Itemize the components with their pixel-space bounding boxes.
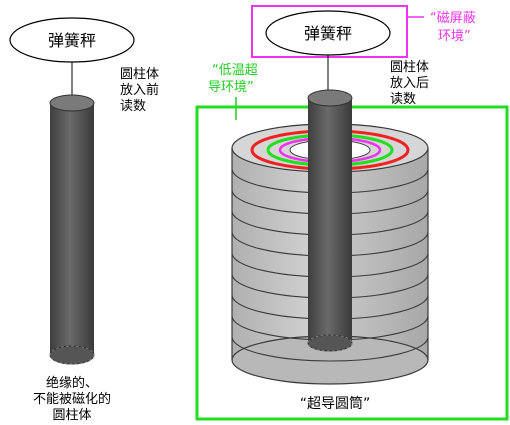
right-reading-label: 圆柱体 放入后 读数 <box>390 60 429 107</box>
left-caption-line-1: 绝缘的、 <box>46 375 98 391</box>
left-reading-line-3: 读数 <box>120 99 146 114</box>
magnetic-shield-box <box>251 5 408 58</box>
left-cylinder-caption: 绝缘的、 不能被磁化的 圆柱体 <box>33 375 111 423</box>
right-reading-line-1: 圆柱体 <box>390 60 429 75</box>
tube-caption: “超导圆筒” <box>300 395 371 412</box>
magnetic-shield-line-2: 环境” <box>438 29 471 44</box>
left-reading-label: 圆柱体 放入前 读数 <box>120 67 159 114</box>
magnetic-shield-line-1: “磁屏蔽 <box>430 11 476 26</box>
left-caption-line-2: 不能被磁化的 <box>33 391 111 407</box>
low-temp-label: “低温超 导环境” <box>208 63 258 120</box>
low-temp-line-2: 导环境” <box>208 80 254 95</box>
low-temp-line-1: “低温超 <box>212 63 258 78</box>
right-scale-label: 弹簧秤 <box>304 24 352 43</box>
tube-ring-line <box>231 336 429 362</box>
left-spring-scale: 弹簧秤 <box>9 17 135 100</box>
right-reading-line-3: 读数 <box>390 92 416 107</box>
left-insulating-cylinder <box>49 94 95 365</box>
inserted-cylinder <box>307 89 353 352</box>
left-reading-line-2: 放入前 <box>120 82 159 98</box>
left-caption-line-3: 圆柱体 <box>52 408 91 423</box>
left-reading-line-1: 圆柱体 <box>120 67 159 82</box>
right-spring-scale: 弹簧秤 <box>265 10 391 94</box>
left-scale-label: 弹簧秤 <box>48 31 96 50</box>
magnetic-shield-label: “磁屏蔽 环境” <box>406 11 476 44</box>
right-reading-line-2: 放入后 <box>390 76 429 91</box>
